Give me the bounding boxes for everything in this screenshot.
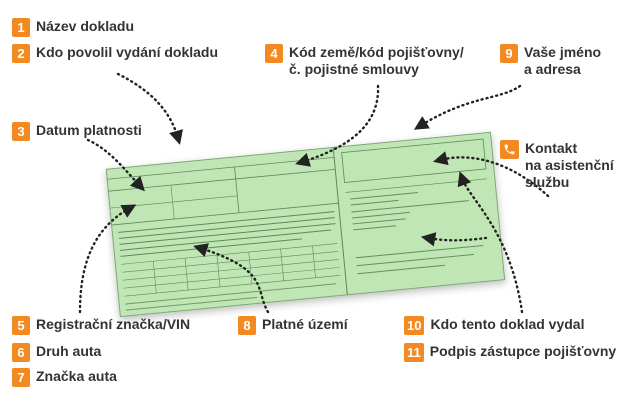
badge-6: 6 — [12, 343, 30, 362]
phone-icon — [500, 140, 519, 159]
label-8: 8 Platné území — [238, 316, 348, 335]
badge-9: 9 — [500, 44, 518, 63]
contact-text: Kontakt na asistenční službu — [525, 140, 614, 190]
badge-4: 4 — [265, 44, 283, 63]
label-3: 3 Datum platnosti — [12, 122, 142, 141]
label-10-text: Kdo tento doklad vydal — [430, 316, 585, 332]
label-9-text: Vaše jméno a adresa — [524, 44, 602, 77]
label-4-text: Kód země/kód pojišťovny/ č. pojistné sml… — [289, 44, 464, 77]
label-9: 9 Vaše jméno a adresa — [500, 44, 601, 78]
label-8-text: Platné území — [262, 316, 348, 332]
label-2-text: Kdo povolil vydání dokladu — [36, 44, 219, 60]
badge-10: 10 — [404, 316, 425, 335]
label-7: 7 Značka auta — [12, 368, 117, 387]
label-11: 11 Podpis zástupce pojišťovny — [404, 343, 616, 362]
label-6-text: Druh auta — [36, 343, 102, 359]
label-5: 5 Registrační značka/VIN — [12, 316, 190, 335]
label-6: 6 Druh auta — [12, 343, 101, 362]
badge-5: 5 — [12, 316, 30, 335]
badge-11: 11 — [404, 343, 424, 362]
label-10: 10 Kdo tento doklad vydal — [404, 316, 584, 335]
badge-8: 8 — [238, 316, 256, 335]
badge-7: 7 — [12, 368, 30, 387]
label-11-text: Podpis zástupce pojišťovny — [429, 343, 617, 359]
badge-1: 1 — [12, 18, 30, 37]
label-7-text: Značka auta — [36, 368, 117, 384]
label-1-text: Název dokladu — [36, 18, 135, 34]
label-2: 2 Kdo povolil vydání dokladu — [12, 44, 218, 63]
label-5-text: Registrační značka/VIN — [36, 316, 191, 332]
label-1: 1 Název dokladu — [12, 18, 134, 37]
badge-3: 3 — [12, 122, 30, 141]
badge-2: 2 — [12, 44, 30, 63]
label-3-text: Datum platnosti — [36, 122, 142, 138]
label-contact: Kontakt na asistenční službu — [500, 140, 614, 191]
label-4: 4 Kód země/kód pojišťovny/ č. pojistné s… — [265, 44, 464, 78]
